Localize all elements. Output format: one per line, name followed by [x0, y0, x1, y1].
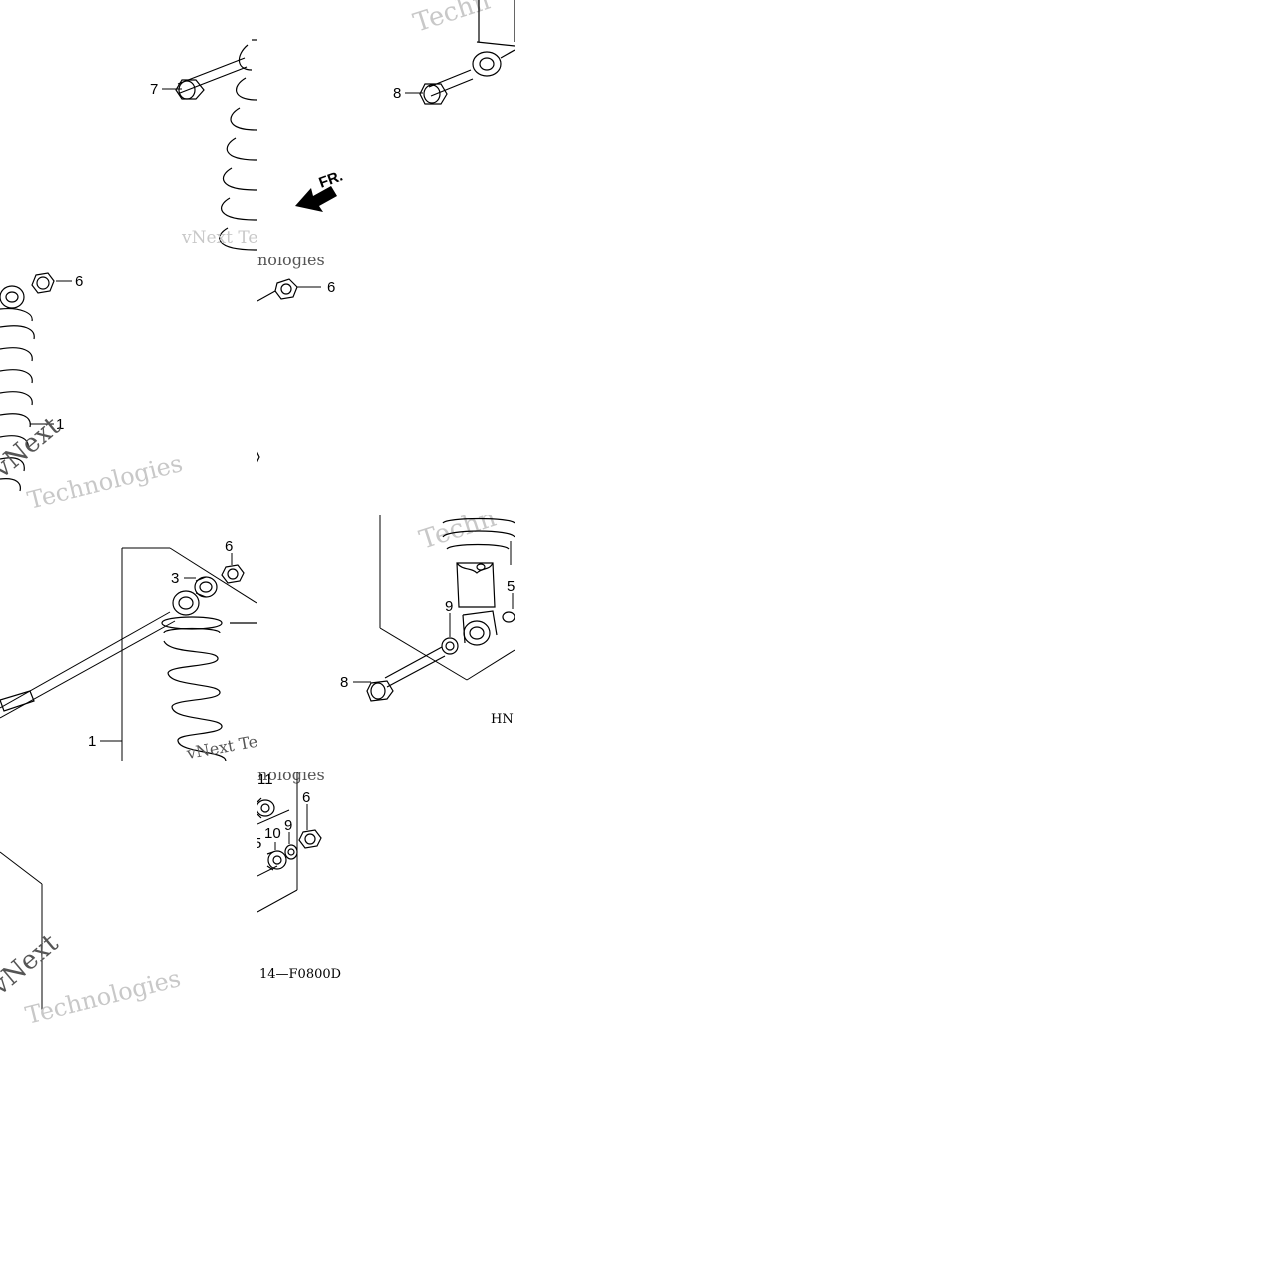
watermark-text: Technologies — [23, 964, 184, 1030]
watermark-text: Techn — [416, 515, 500, 556]
tile-bottom-center: nologies 11 5 10 — [257, 772, 515, 1030]
callout-7: 7 — [150, 81, 158, 98]
callout-3: 3 — [171, 570, 179, 587]
nut-6 — [31, 272, 55, 294]
shock-spring-upper — [219, 39, 257, 251]
diagram-code: 14—F0800D — [259, 967, 341, 982]
nut-6 — [221, 564, 245, 584]
tile-middle-left: 6 1 vNext Technologies — [0, 257, 257, 515]
watermark-text: vNext — [0, 928, 65, 1002]
bracket-outline — [121, 547, 257, 761]
bracket-outline — [257, 772, 298, 913]
callout-1: 1 — [56, 416, 64, 433]
bolt-7 — [175, 57, 248, 100]
tile-bottom-left: vNext Technologies — [0, 772, 257, 1030]
tile-upper-middle: Techn 8 FR. — [257, 0, 515, 257]
callout-9: 9 — [284, 817, 292, 834]
callout-9: 9 — [445, 598, 453, 615]
watermark-text: Technologies — [25, 449, 186, 515]
shock-lower-eye — [472, 0, 515, 77]
bushing-3 — [194, 576, 218, 598]
bolt-8 — [419, 69, 474, 105]
callout-6: 6 — [75, 273, 83, 290]
bracket-outline — [379, 515, 515, 681]
callout-6: 6 — [225, 538, 233, 555]
tile-lower-left: 6 3 — [0, 515, 257, 772]
watermark-text: vNext Technologies — [181, 228, 257, 248]
bolt-8 — [366, 646, 446, 702]
shock-absorber-1 — [0, 285, 35, 492]
tile-middle-center: nologies 6 7 — [257, 257, 515, 515]
watermark-text: Techn — [410, 0, 494, 39]
nut-6 — [257, 278, 298, 302]
long-bolt — [0, 611, 176, 719]
nut-6 — [298, 829, 322, 849]
shock-absorber-1 — [161, 590, 257, 762]
front-arrow-icon — [295, 186, 337, 212]
shock-lower-body — [442, 517, 515, 646]
collar-5 — [502, 611, 515, 623]
washer-9 — [441, 637, 459, 655]
callout-5: 5 — [257, 835, 261, 852]
callout-6: 6 — [327, 279, 335, 296]
callout-8: 8 — [393, 85, 401, 102]
bolt-7-head — [257, 451, 260, 463]
bushing-10 — [266, 850, 287, 871]
watermark-text: nologies — [257, 257, 325, 269]
callout-11: 11 — [257, 772, 273, 788]
callout-8: 8 — [340, 674, 348, 691]
tile-lower-center: Techn 5 9 — [257, 515, 515, 772]
callout-10: 10 — [264, 825, 281, 842]
callout-5: 5 — [507, 578, 515, 595]
diagram-code: HN — [491, 712, 514, 727]
callout-6: 6 — [302, 789, 310, 806]
washer-9 — [284, 844, 298, 860]
watermark-text: nologies — [257, 772, 325, 784]
callout-1: 1 — [88, 733, 96, 750]
spacer-11 — [257, 797, 275, 819]
front-label: FR. — [317, 168, 346, 192]
tile-upper-left: 7 vNext Technologies — [0, 0, 257, 257]
bracket-outline — [0, 851, 43, 1012]
